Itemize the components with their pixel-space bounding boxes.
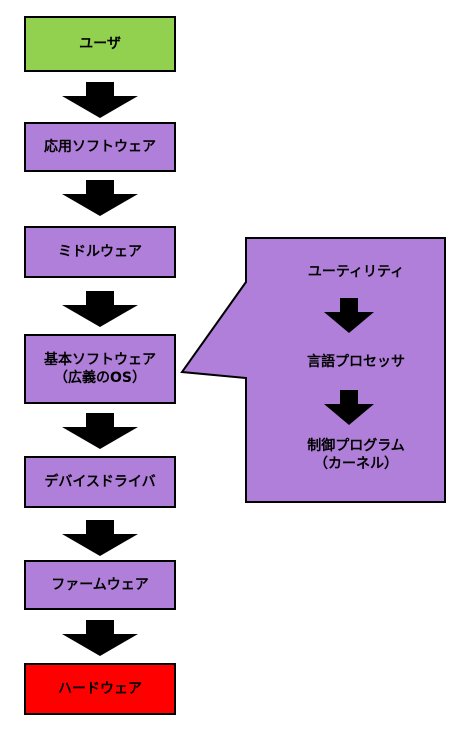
firmware-box: ファームウェア (24, 560, 176, 610)
control-program-subtitle: （カーネル） (314, 456, 398, 472)
utility-label: ユーティリティ (307, 264, 405, 280)
user-box: ユーザ (24, 16, 176, 72)
arrow-middleware-to-basic (62, 291, 138, 327)
arrow-firmware-to-hardware (62, 620, 138, 656)
arrow-basic-to-driver (62, 413, 138, 449)
middleware-box: ミドルウェア (24, 226, 176, 278)
arrow-utility-to-language (324, 298, 374, 333)
control-program-label: 制御プログラム （カーネル） (245, 437, 467, 473)
app-software-label: 応用ソフトウェア (44, 139, 156, 155)
middleware-label: ミドルウェア (58, 244, 142, 260)
basic-software-box: 基本ソフトウェア （広義のOS） (24, 334, 176, 404)
basic-software-label: 基本ソフトウェア (44, 352, 156, 368)
app-software-box: 応用ソフトウェア (24, 122, 176, 172)
hardware-label: ハードウェア (58, 681, 142, 697)
user-label: ユーザ (79, 36, 121, 52)
firmware-label: ファームウェア (51, 577, 149, 593)
hardware-box: ハードウェア (24, 663, 176, 715)
basic-software-sublabel: （広義のOS） (54, 370, 146, 386)
callout-balloon (180, 237, 446, 503)
device-driver-box: デバイスドライバ (24, 456, 176, 508)
arrow-language-to-control (324, 390, 374, 425)
control-program-title: 制御プログラム (307, 438, 405, 454)
arrow-app-to-middleware (62, 180, 138, 216)
language-processor-label: 言語プロセッサ (307, 354, 405, 370)
arrow-driver-to-firmware (62, 520, 138, 556)
arrow-user-to-app (62, 82, 138, 118)
device-driver-label: デバイスドライバ (44, 474, 156, 490)
